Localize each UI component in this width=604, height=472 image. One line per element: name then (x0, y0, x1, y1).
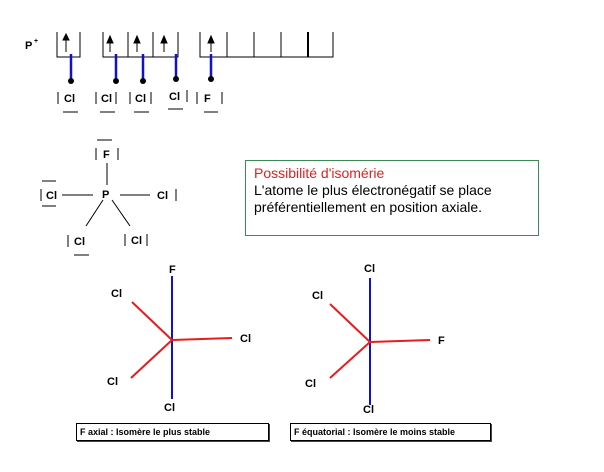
equatorial-lower-left-atom: Cl (305, 378, 316, 390)
ion-charge: + (34, 38, 38, 45)
orbital-box-3s (56, 32, 81, 58)
axial-bottom-atom: Cl (164, 402, 175, 414)
ligand-cl-4: Cl (168, 90, 188, 110)
ligand-f: F (196, 92, 223, 113)
svg-text:Cl: Cl (64, 93, 75, 105)
note-title: Possibilité d'isomérie (254, 165, 385, 181)
axial-top-atom: F (169, 264, 176, 276)
lewis-left-cl: Cl (46, 190, 57, 202)
lewis-bottom-left-cl: Cl (74, 236, 85, 248)
axial-lower-left-atom: Cl (107, 376, 118, 388)
isomer-axial: F Cl Cl Cl Cl (107, 264, 251, 414)
equatorial-right-atom: F (438, 335, 445, 347)
equatorial-bottom-atom: Cl (363, 404, 374, 416)
ligand-cl-3: Cl (129, 92, 152, 113)
axial-upper-left-atom: Cl (111, 288, 122, 300)
lewis-right-cl: Cl (157, 190, 168, 202)
lewis-structure: F P Cl Cl Cl Cl (40, 139, 177, 256)
orbital-boxes-3d (199, 32, 334, 58)
bond-lines (69, 54, 213, 80)
ion-label: P (25, 40, 32, 52)
electron-arrows (62, 32, 215, 52)
svg-text:Cl: Cl (135, 93, 146, 105)
ligand-atoms: Cl Cl Cl Cl F (57, 90, 223, 113)
ligand-cl-1: Cl (57, 92, 78, 113)
electron-configuration: P + (25, 32, 334, 113)
ligand-electron-dots (68, 76, 214, 84)
isomerism-note: Possibilité d'isomérie L'atome le plus é… (245, 160, 539, 236)
caption-axial: F axial : Isomère le plus stable (76, 423, 269, 441)
equatorial-top-atom: Cl (364, 263, 375, 275)
axial-right-atom: Cl (240, 333, 251, 345)
ligand-cl-2: Cl (95, 92, 117, 113)
isomer-equatorial: Cl Cl F Cl Cl (305, 263, 445, 416)
svg-text:Cl: Cl (169, 91, 180, 103)
svg-text:Cl: Cl (101, 93, 112, 105)
svg-text:F: F (204, 93, 211, 105)
orbital-boxes-3p (102, 32, 179, 58)
lewis-f: F (103, 149, 110, 161)
lewis-center: P (102, 189, 109, 201)
equatorial-upper-left-atom: Cl (312, 290, 323, 302)
note-text: L'atome le plus électronégatif se place … (254, 182, 492, 215)
lewis-bottom-right-cl: Cl (131, 235, 142, 247)
caption-equatorial: F équatorial : Isomère le moins stable (290, 423, 491, 441)
